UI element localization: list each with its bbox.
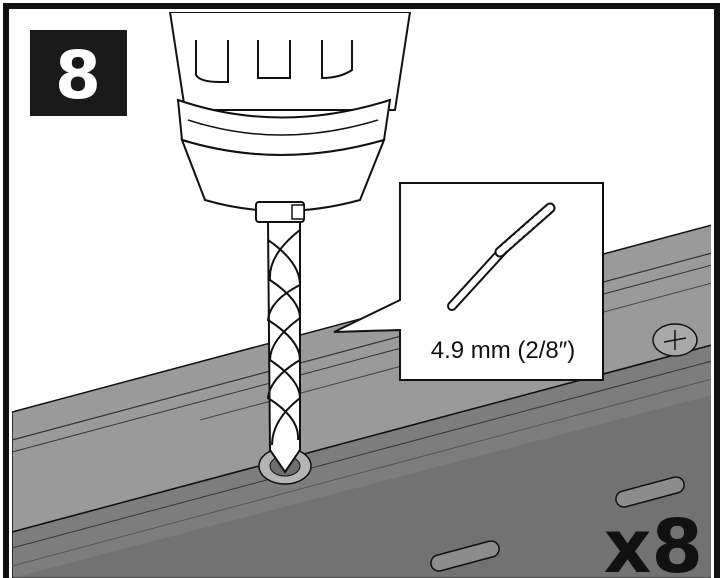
step-number: 8 bbox=[55, 37, 101, 114]
drill-bit bbox=[266, 221, 302, 474]
drill-bit-callout: 4.9 mm (2/8″) bbox=[333, 182, 604, 381]
slot-hole bbox=[615, 476, 685, 508]
step-badge-bg bbox=[30, 30, 127, 116]
step-badge: 8 bbox=[30, 30, 127, 116]
drill-icon bbox=[168, 12, 412, 223]
slot-hole bbox=[430, 540, 500, 572]
rail-lower-face bbox=[12, 395, 711, 578]
rail-front-line bbox=[12, 360, 711, 549]
screw-icon bbox=[652, 323, 698, 357]
drill-bit-size-label: 4.9 mm (2/8″) bbox=[431, 337, 576, 364]
quantity-multiplier: x8 bbox=[604, 504, 703, 578]
rail-front-line bbox=[12, 378, 711, 567]
drill-bit-icon bbox=[447, 202, 556, 311]
